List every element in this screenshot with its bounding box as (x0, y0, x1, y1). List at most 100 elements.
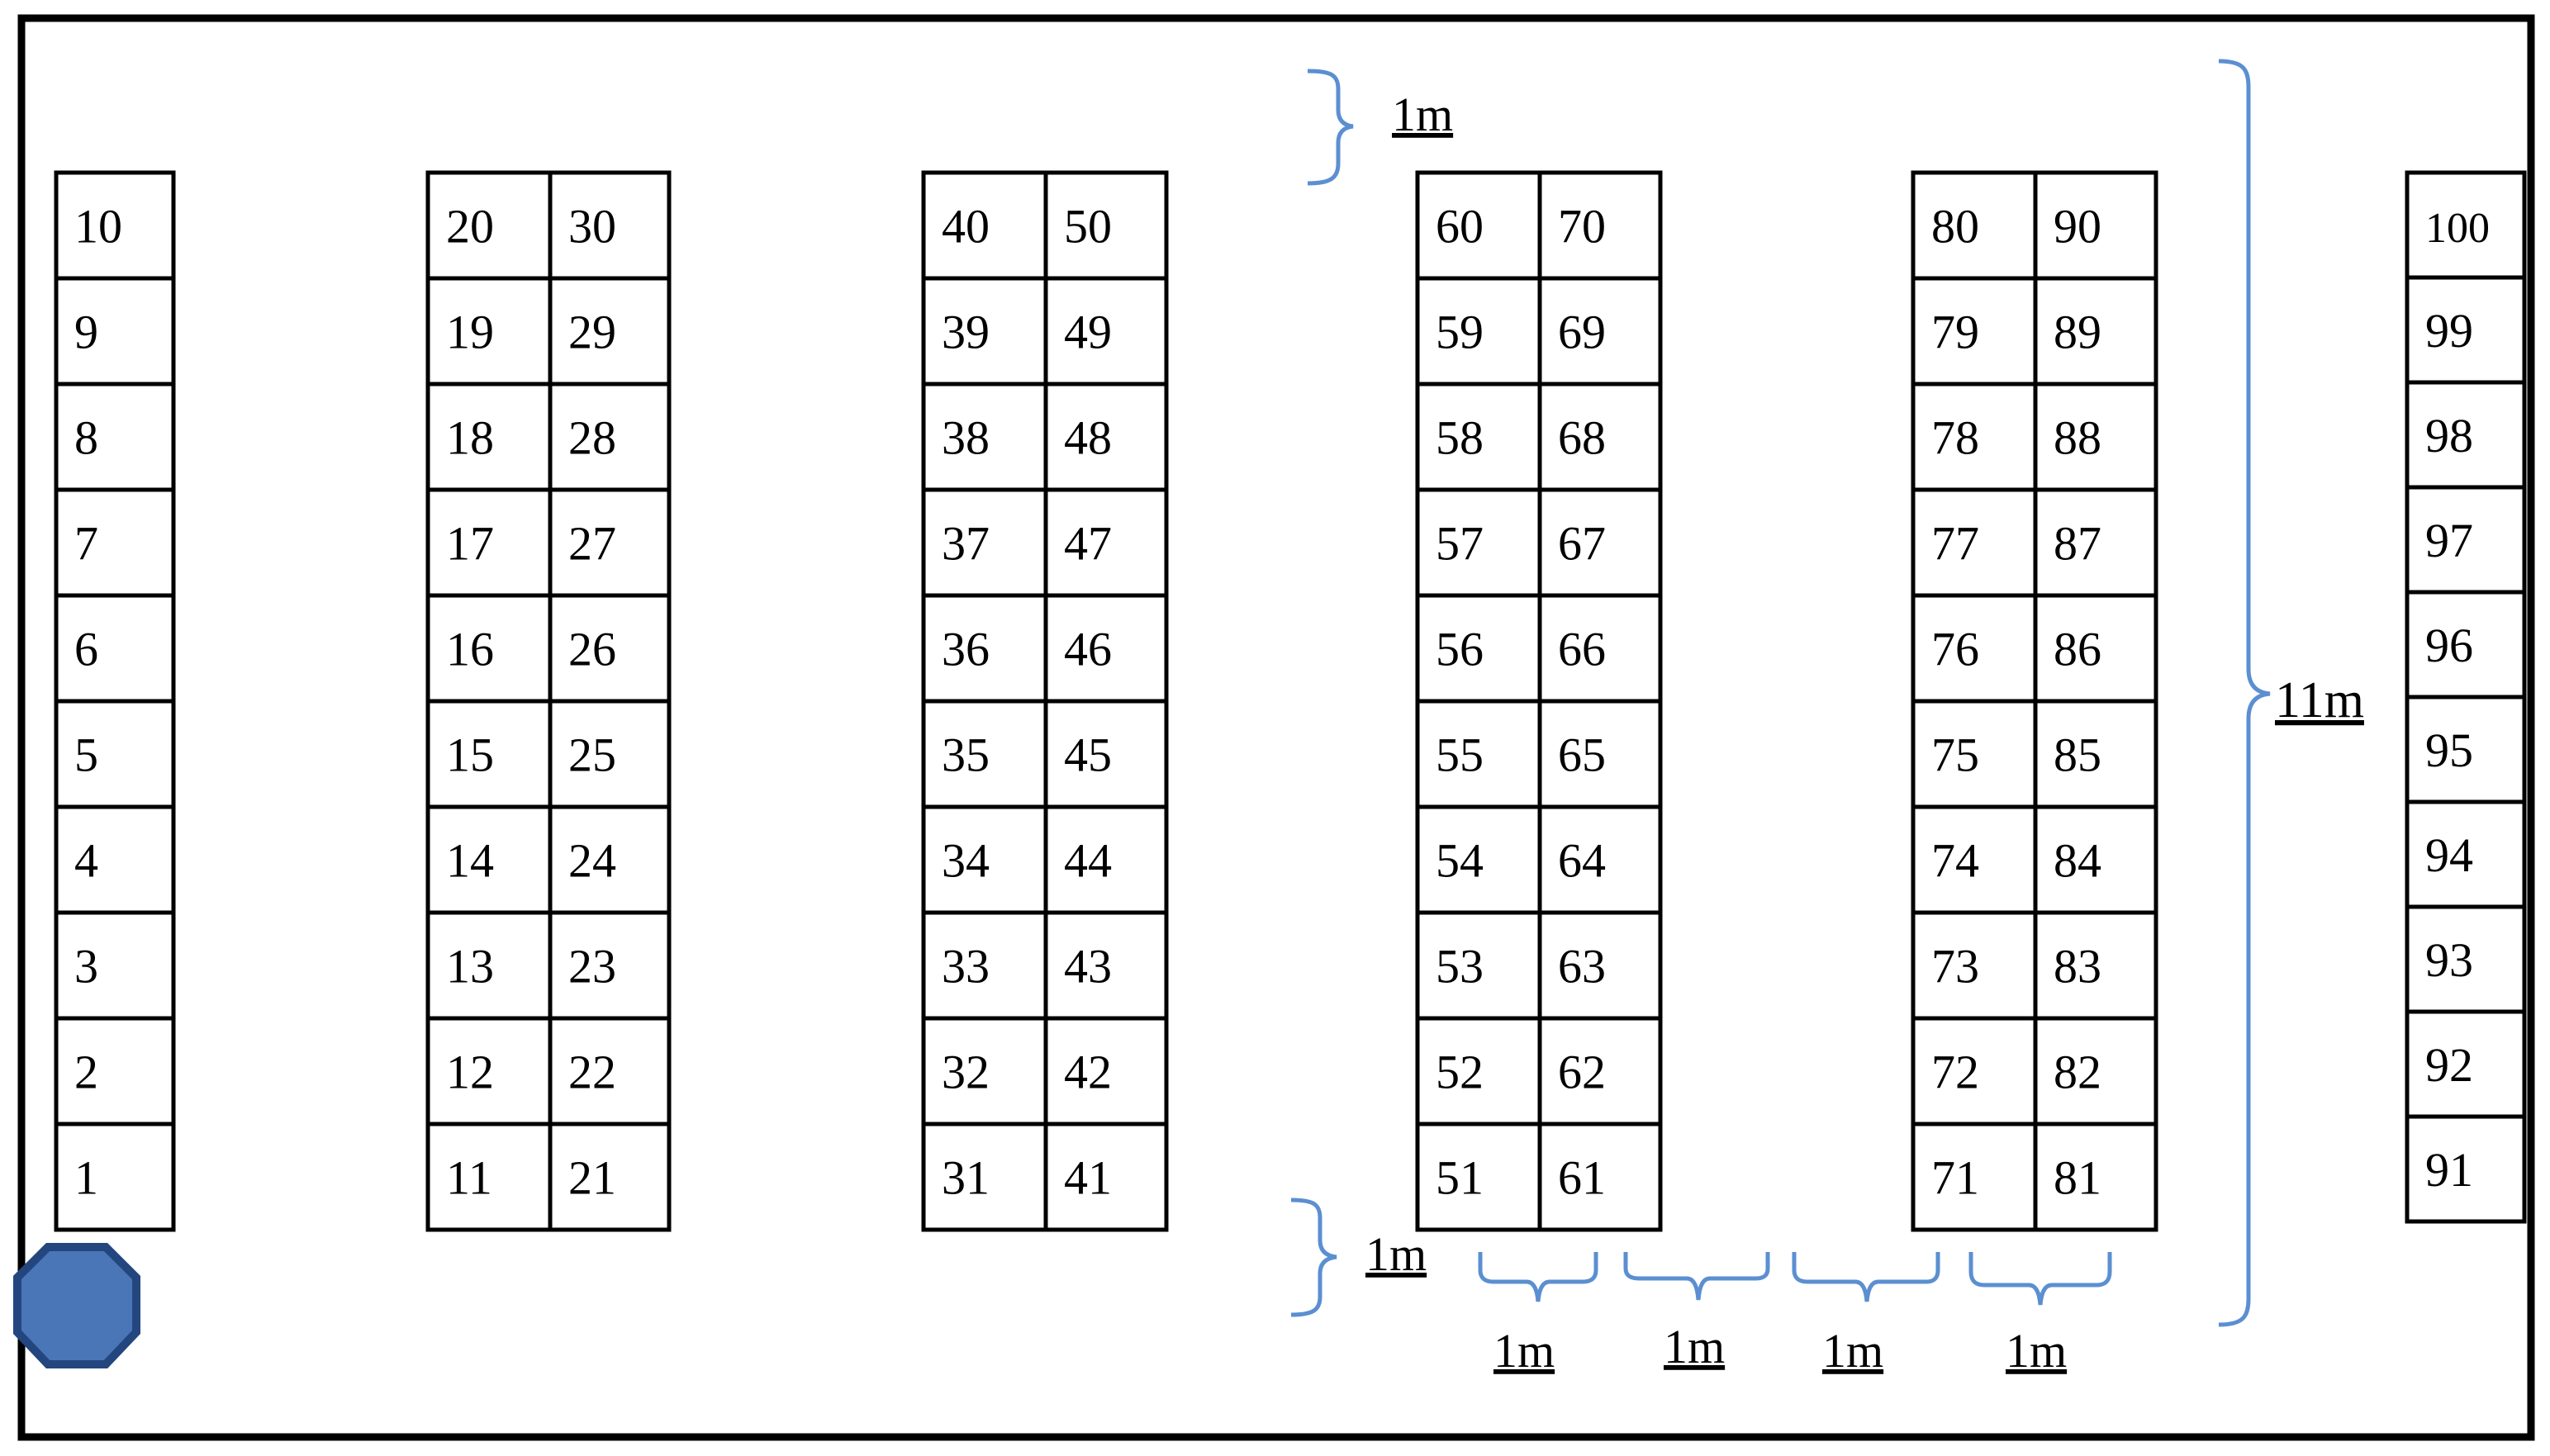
plot-cell: 43 (1043, 910, 1169, 1021)
plot-number-label: 89 (2054, 305, 2101, 358)
plot-cell: 50 (1043, 170, 1169, 281)
plot-number-label: 74 (1931, 833, 1979, 887)
plot-cell: 65 (1537, 699, 1663, 809)
plot-number-label: 14 (446, 833, 494, 887)
plot-cell-box (2033, 804, 2158, 915)
plot-number-label: 67 (1558, 516, 1606, 570)
plot-cell: 25 (548, 699, 672, 809)
plot-cell-box (1537, 1016, 1663, 1126)
plot-cell-box (1537, 170, 1663, 281)
plot-cell: 31 (921, 1122, 1048, 1232)
plot-number-label: 72 (1931, 1045, 1979, 1098)
plot-cell-box (2033, 382, 2158, 492)
plot-number-label: 6 (74, 622, 98, 676)
plot-cell: 24 (548, 804, 672, 915)
plot-cell: 62 (1537, 1016, 1663, 1126)
plot-cell: 3 (54, 910, 176, 1021)
plot-cell-box (1415, 487, 1542, 598)
plot-number-label: 49 (1064, 305, 1112, 358)
plot-number-label: 76 (1931, 622, 1979, 676)
plot-cell: 32 (921, 1016, 1048, 1126)
plot-number-label: 57 (1436, 516, 1484, 570)
plot-number-label: 39 (942, 305, 990, 358)
plot-number-label: 83 (2054, 939, 2101, 993)
plot-cell: 56 (1415, 593, 1542, 704)
plot-cell: 78 (1911, 382, 2038, 492)
plot-cell-box (1537, 699, 1663, 809)
row-length-bracket (2218, 59, 2271, 1327)
plot-cell-box (1043, 170, 1169, 281)
plot-cell: 7 (54, 487, 176, 598)
plot-cell-box (1537, 804, 1663, 915)
plot-number-label: 58 (1436, 410, 1484, 464)
plot-cell-box (548, 699, 672, 809)
plot-cell-box (2033, 1122, 2158, 1232)
plot-number-label: 47 (1064, 516, 1112, 570)
plot-cell: 26 (548, 593, 672, 704)
plot-cell: 63 (1537, 910, 1663, 1021)
plot-number-label: 100 (2425, 205, 2490, 252)
plot-number-label: 5 (74, 728, 98, 781)
plot-cell-box (2033, 699, 2158, 809)
plot-number-label: 66 (1558, 622, 1606, 676)
plot-number-label: 25 (568, 728, 616, 781)
plot-cell: 42 (1043, 1016, 1169, 1126)
plot-cell: 91 (2405, 1114, 2527, 1224)
plot-cell-box (548, 382, 672, 492)
plot-cell: 81 (2033, 1122, 2158, 1232)
plot-cell: 100 (2405, 170, 2527, 280)
plot-cell: 45 (1043, 699, 1169, 809)
plot-cell-box (1415, 804, 1542, 915)
plot-cell: 11 (425, 1122, 553, 1232)
plot-cell: 90 (2033, 170, 2158, 281)
plot-cell-box (921, 593, 1048, 704)
plot-number-label: 94 (2425, 828, 2473, 882)
plot-cell: 48 (1043, 382, 1169, 492)
plot-number-label: 18 (446, 410, 494, 464)
aisle-2-label: 1m (1664, 1320, 1725, 1373)
plot-cell: 54 (1415, 804, 1542, 915)
plot-cell: 29 (548, 276, 672, 387)
plot-cell-box (1043, 910, 1169, 1021)
plot-cell: 53 (1415, 910, 1542, 1021)
plot-number-label: 36 (942, 622, 990, 676)
plot-number-label: 13 (446, 939, 494, 993)
plot-cell-box (548, 487, 672, 598)
aisle-4-bracket (1968, 1252, 2112, 1306)
plot-cell: 73 (1911, 910, 2038, 1021)
plot-cell: 33 (921, 910, 1048, 1021)
plot-cell-box (2405, 170, 2527, 280)
plot-cell-box (921, 1016, 1048, 1126)
plot-cell: 1 (54, 1122, 176, 1232)
plot-cell: 60 (1415, 170, 1542, 281)
plot-cell: 12 (425, 1016, 553, 1126)
plot-number-label: 40 (942, 199, 990, 253)
plot-cell: 80 (1911, 170, 2038, 281)
plot-number-label: 79 (1931, 305, 1979, 358)
plot-number-label: 85 (2054, 728, 2101, 781)
plot-cell-box (2405, 799, 2527, 909)
plot-cell-box (1537, 910, 1663, 1021)
plot-cell-box (1043, 699, 1169, 809)
plot-cell: 40 (921, 170, 1048, 281)
plot-cell: 97 (2405, 485, 2527, 595)
plot-number-label: 30 (568, 199, 616, 253)
plot-cell: 74 (1911, 804, 2038, 915)
plot-cell-box (1537, 487, 1663, 598)
plot-number-label: 12 (446, 1045, 494, 1098)
plot-number-label: 38 (942, 410, 990, 464)
plot-cell: 27 (548, 487, 672, 598)
plot-cell-box (1415, 382, 1542, 492)
plot-cell: 22 (548, 1016, 672, 1126)
plot-number-label: 78 (1931, 410, 1979, 464)
plot-number-label: 80 (1931, 199, 1979, 253)
plot-cell: 72 (1911, 1016, 2038, 1126)
plot-cell: 51 (1415, 1122, 1542, 1232)
plot-cell: 77 (1911, 487, 2038, 598)
plot-cell-box (1043, 1122, 1169, 1232)
